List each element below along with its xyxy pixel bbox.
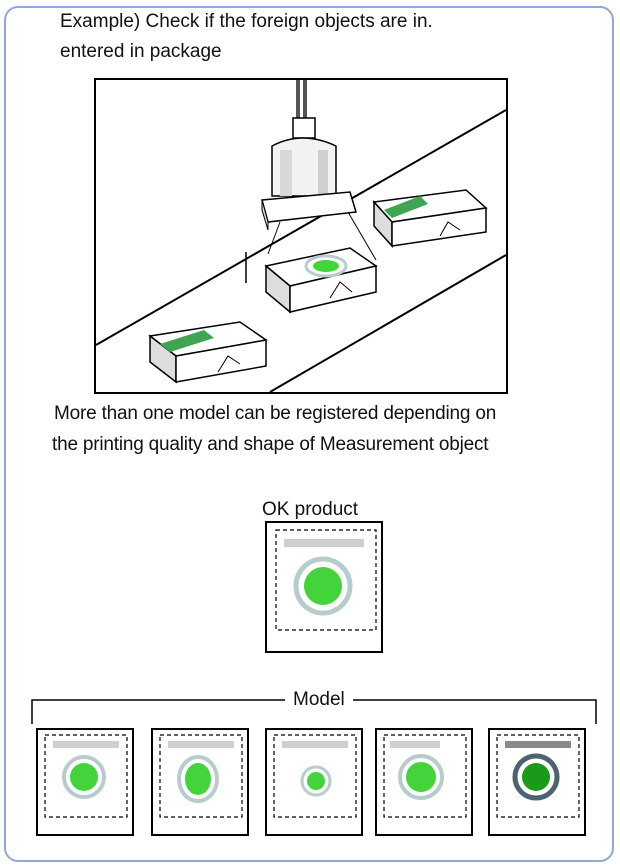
- ok-product-image: [265, 521, 383, 653]
- model-image: [36, 728, 134, 836]
- model-image: [375, 728, 473, 836]
- description-line-2: the printing quality and shape of Measur…: [52, 434, 489, 455]
- camera-icon: [261, 80, 377, 261]
- package-icon: [264, 247, 378, 314]
- ok-product-label: OK product: [261, 499, 359, 520]
- package-icon: [372, 189, 488, 248]
- heading-line-1: Example) Check if the foreign objects ar…: [60, 11, 433, 32]
- content-panel: [4, 6, 614, 862]
- conveyor-belt: [95, 109, 507, 393]
- inspection-scene: [94, 78, 508, 394]
- description-line-1: More than one model can be registered de…: [54, 403, 497, 424]
- package-icon: [148, 321, 268, 384]
- heading-line-2: entered in package: [60, 41, 222, 62]
- model-image: [488, 728, 586, 836]
- model-label: Model: [285, 688, 353, 711]
- model-image: [151, 728, 249, 836]
- model-image: [265, 728, 363, 836]
